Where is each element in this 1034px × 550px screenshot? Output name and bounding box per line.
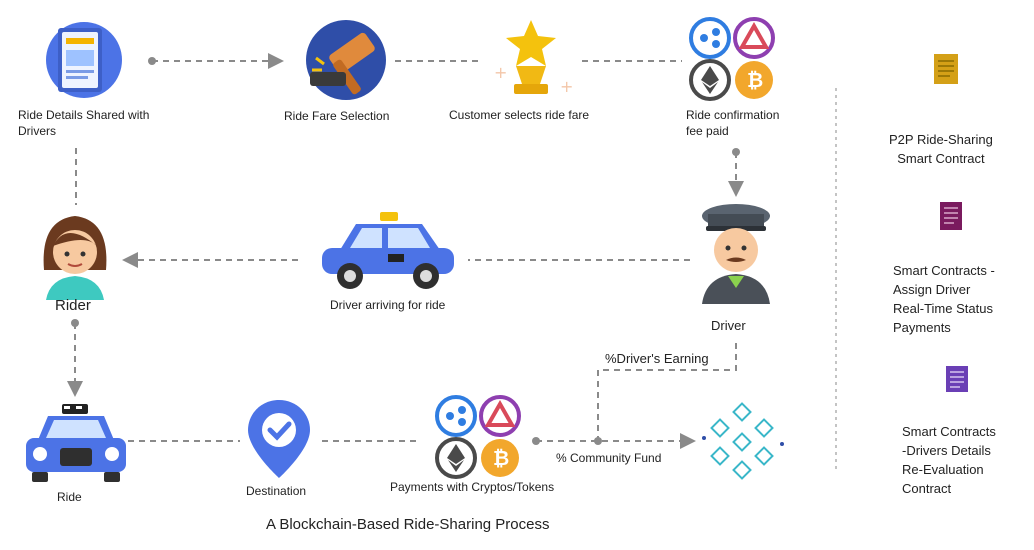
- gavel-icon: [300, 18, 390, 107]
- ride-label: Ride: [57, 490, 82, 504]
- ride-details-label: Ride Details Shared with Drivers: [18, 108, 150, 138]
- diagram-caption: A Blockchain-Based Ride-Sharing Process: [266, 516, 550, 533]
- svg-text:+: +: [560, 77, 573, 96]
- driver-arriving-label: Driver arriving for ride: [330, 298, 446, 312]
- contract-label-3: Smart Contracts -Drivers Details Re-Eval…: [902, 424, 996, 496]
- contract-doc-icon-1: [932, 52, 962, 91]
- driver-avatar-icon: [698, 200, 774, 309]
- svg-text:+: +: [494, 63, 507, 82]
- ride-fare-selection-label: Ride Fare Selection: [284, 109, 390, 123]
- payments-label: Payments with Cryptos/Tokens: [390, 480, 555, 494]
- rider-avatar-icon: [36, 210, 114, 305]
- taxi-front-icon: [24, 402, 128, 489]
- taxi-car-icon: [318, 210, 458, 297]
- destination-pin-icon: [246, 398, 312, 485]
- crypto-coins-bottom-icon: ₿: [434, 394, 524, 485]
- blockchain-network-icon: [700, 402, 786, 487]
- rider-label: Rider: [55, 297, 91, 314]
- trophy-star-icon: + +: [486, 18, 576, 107]
- connector-driver-earning: [597, 343, 737, 441]
- drivers-earning-label: %Driver's Earning: [605, 351, 709, 366]
- contract-label-1: P2P Ride-Sharing Smart Contract: [889, 132, 993, 166]
- ride-confirmation-label: Ride confirmation fee paid: [686, 108, 780, 138]
- contract-doc-icon-3: [944, 364, 970, 399]
- ride-details-icon: [44, 20, 124, 105]
- driver-label: Driver: [711, 318, 746, 333]
- contract-doc-icon-2: [938, 200, 964, 237]
- contract-label-2: Smart Contracts - Assign Driver Real-Tim…: [893, 263, 995, 335]
- svg-text:₿: ₿: [747, 68, 763, 92]
- svg-text:₿: ₿: [493, 446, 509, 470]
- crypto-coins-top-icon: ₿: [688, 16, 778, 107]
- customer-selects-label: Customer selects ride fare: [449, 108, 590, 122]
- destination-label: Destination: [246, 484, 307, 498]
- community-fund-label: % Community Fund: [556, 451, 662, 465]
